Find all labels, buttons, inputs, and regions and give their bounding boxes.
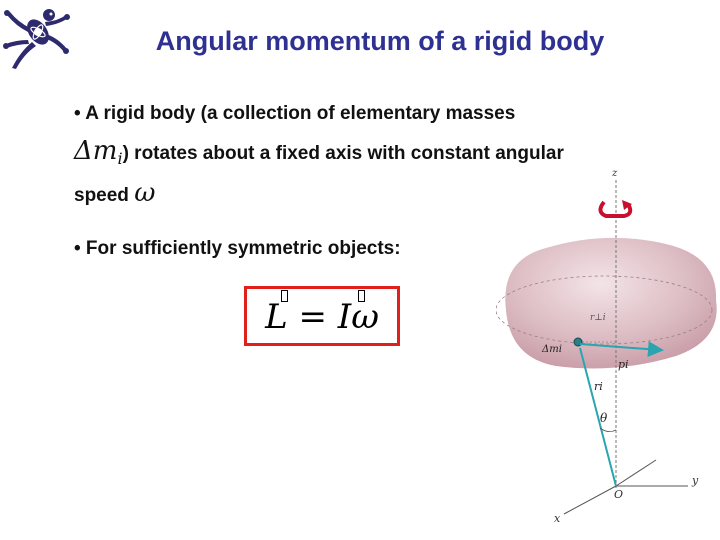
label-theta: θ: [600, 411, 608, 425]
label-y: y: [691, 474, 699, 487]
eq-omega: ω: [351, 297, 379, 337]
delta-m-symbol: Δm: [74, 136, 118, 166]
label-x: x: [554, 512, 561, 525]
equation: L = Iω: [247, 297, 397, 337]
delta-m-subscript: i: [117, 148, 123, 168]
rotation-arrow: [598, 200, 633, 218]
bullet-1-text: • A rigid body (a collection of elementa…: [74, 103, 516, 124]
gecko-logo: [3, 9, 70, 69]
bullet-2: • For sufficiently symmetric objects:: [74, 238, 401, 259]
label-r: ri: [594, 380, 603, 393]
eq-L: L: [265, 297, 288, 337]
vector-marker-L: [281, 290, 288, 302]
eq-equals: =: [298, 297, 327, 337]
label-dm: Δmi: [541, 344, 562, 355]
label-r-perp: r⊥i: [590, 313, 606, 323]
equation-box: L = Iω: [244, 286, 400, 346]
label-O: O: [614, 488, 623, 501]
label-p: pi: [618, 358, 629, 371]
bullet-1-line-1: • A rigid body (a collection of elementa…: [74, 103, 515, 125]
bullet-1-text-2: ) rotates about a fixed axis with consta…: [122, 143, 564, 164]
vector-marker-omega: [358, 290, 365, 302]
label-z: z: [611, 168, 618, 179]
bullet-1-line-2: Δmi) rotates about a fixed axis with con…: [74, 136, 564, 168]
momentum-vector: [579, 341, 664, 358]
bullet-1-line-3: speed ω: [74, 178, 155, 208]
omega-symbol: ω: [134, 178, 156, 208]
slide-title: Angular momentum of a rigid body: [155, 26, 605, 56]
rigid-body-shape: [505, 237, 717, 369]
rigid-body-figure: z y x O r⊥i Δmi pi ri θ: [496, 168, 717, 525]
eq-I: I: [337, 297, 352, 337]
bullet-1-text-3: speed: [74, 185, 135, 206]
position-vector: [579, 347, 617, 487]
x-axis: [563, 485, 617, 515]
rotation-circle: [496, 275, 713, 345]
